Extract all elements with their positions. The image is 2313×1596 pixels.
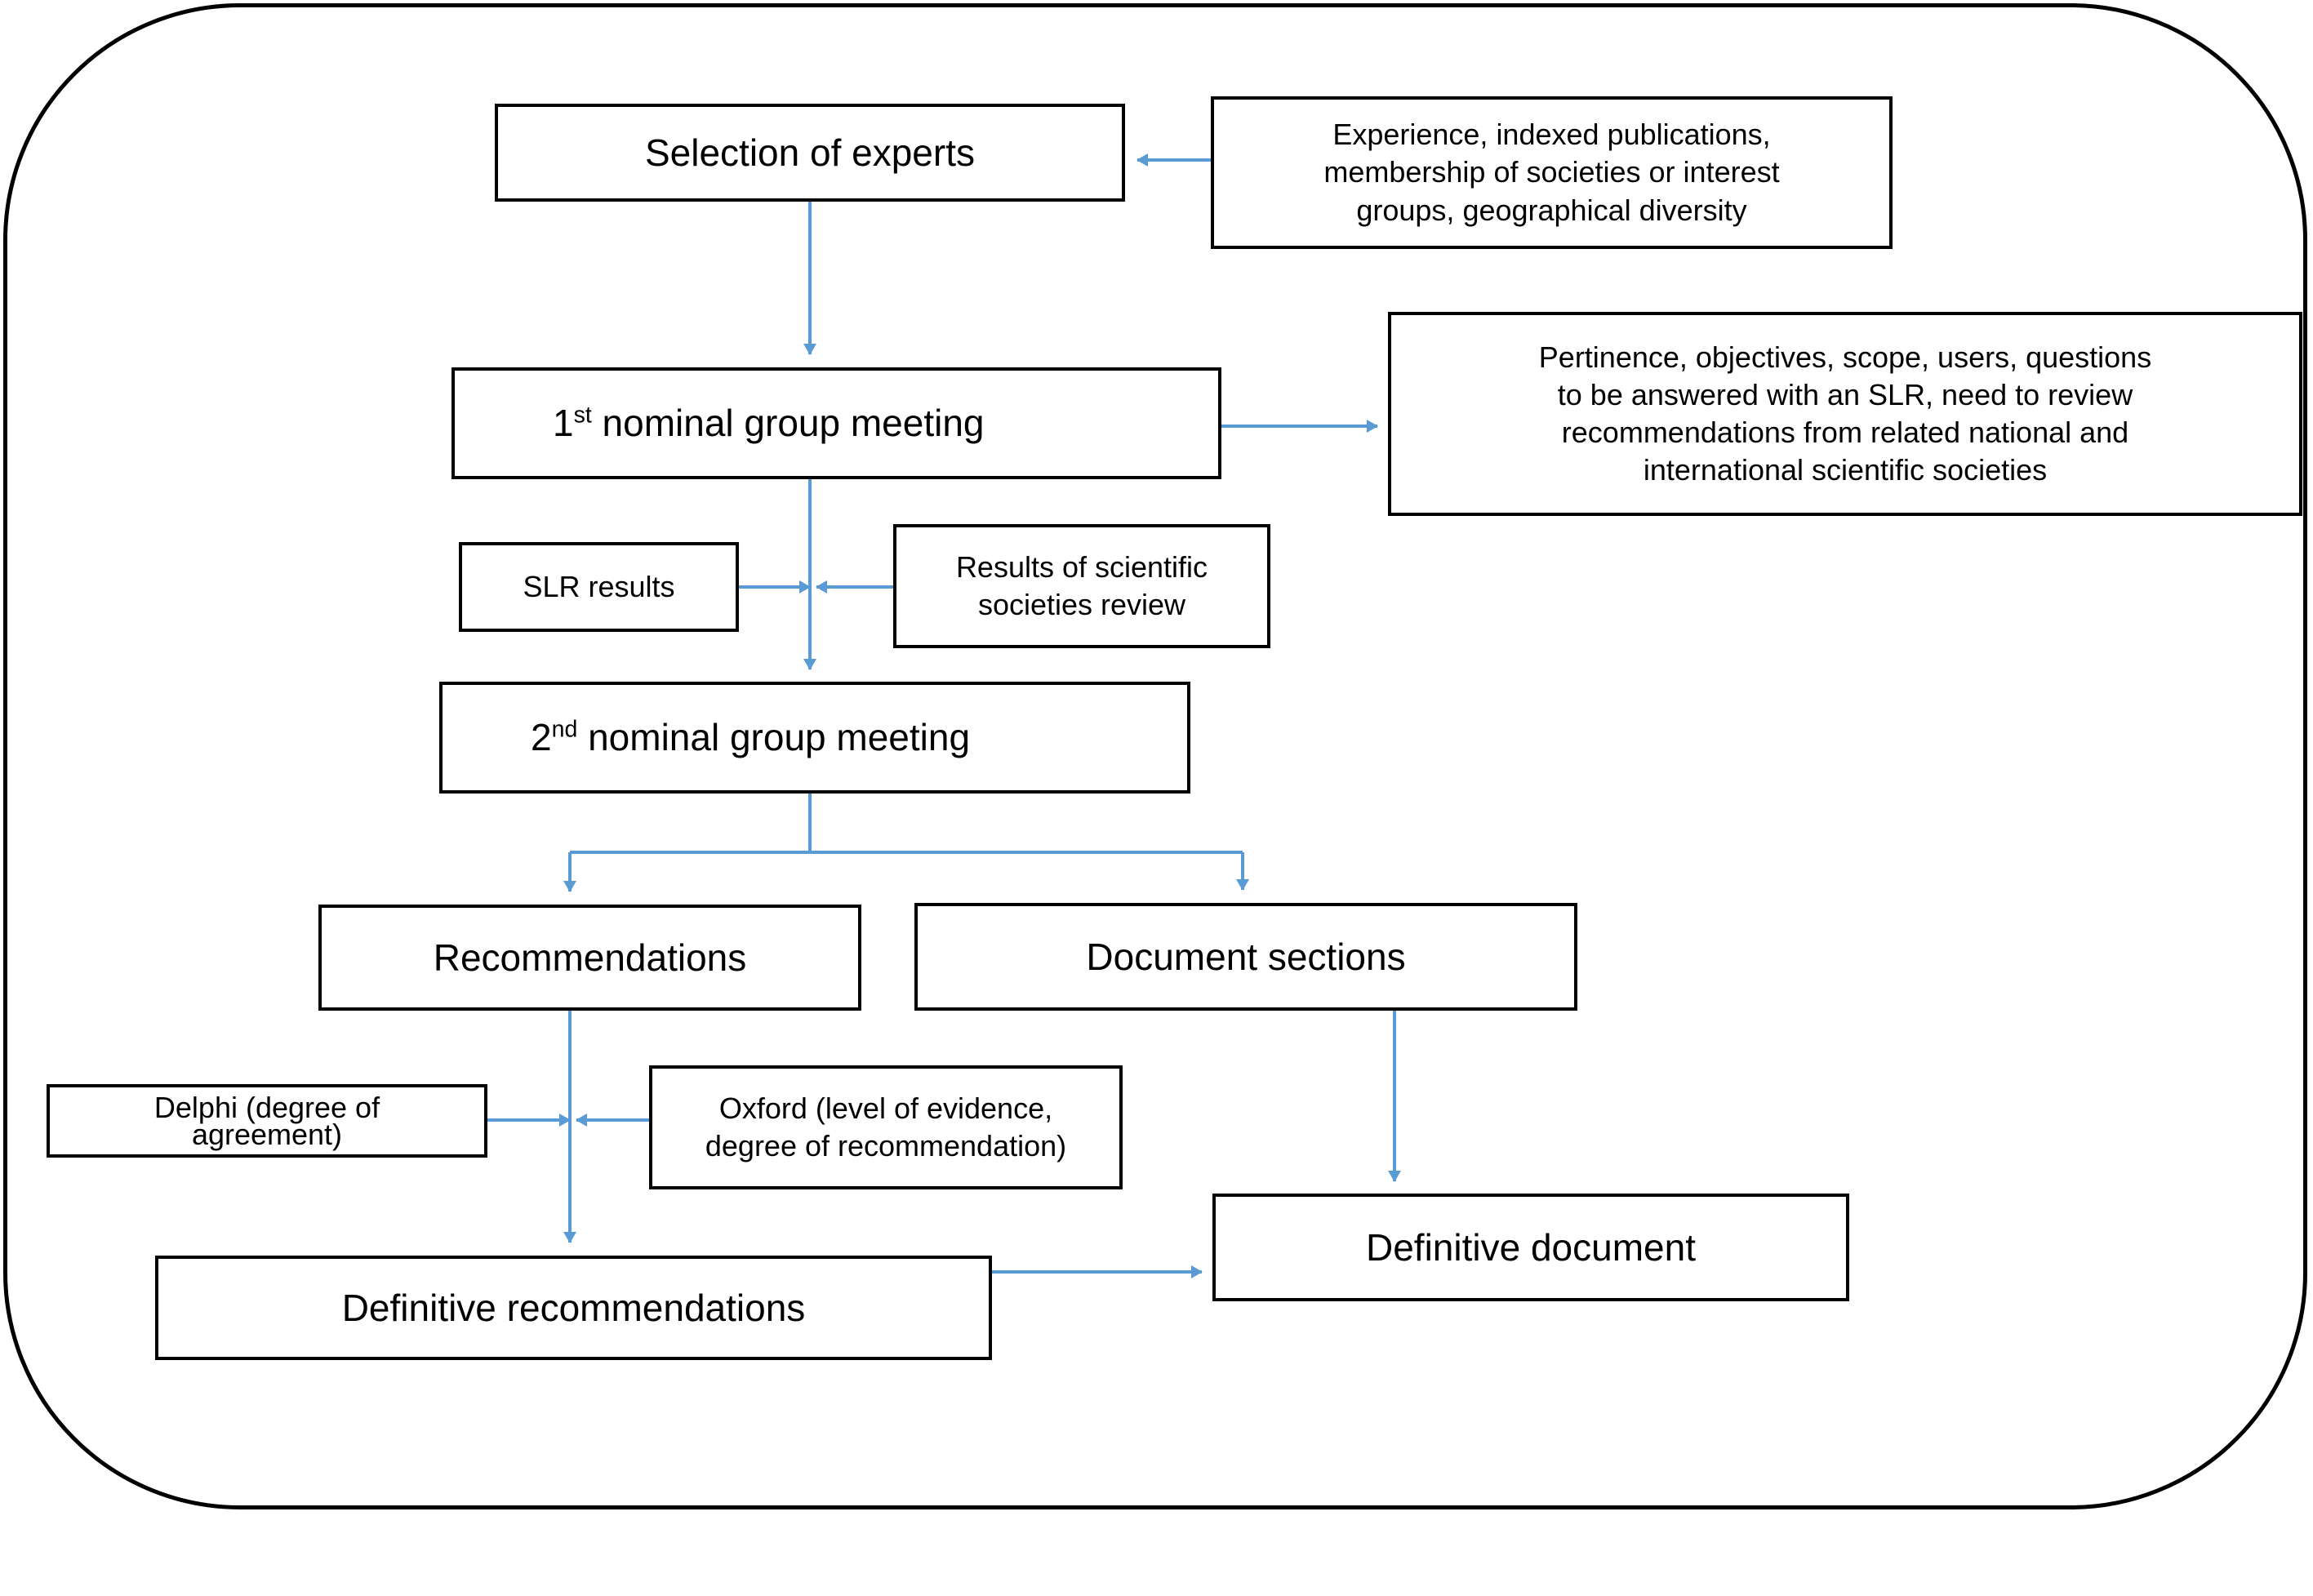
node-oxford-label: Oxford (level of evidence, degree of rec… — [661, 1090, 1111, 1165]
meeting1-ordinal-suffix: st — [573, 402, 592, 429]
node-recommendations-label: Recommendations — [433, 936, 747, 979]
node-pertinence-scope-annotation[interactable]: Pertinence, objectives, scope, users, qu… — [1388, 312, 2302, 516]
node-experience-criteria[interactable]: Experience, indexed publications, member… — [1211, 96, 1893, 249]
delphi-line-2: agreement) — [191, 1118, 343, 1151]
node-recommendations[interactable]: Recommendations — [318, 905, 861, 1011]
experience-line-2: membership of societies or interest — [1323, 155, 1780, 189]
node-slr-results[interactable]: SLR results — [459, 542, 739, 632]
meeting2-ordinal-suffix: nd — [551, 716, 578, 743]
meeting2-number: 2 — [531, 716, 552, 759]
oxford-line-2: degree of recommendation) — [705, 1129, 1067, 1163]
node-first-nominal-group-meeting[interactable]: 1st nominal group meeting — [451, 367, 1221, 479]
delphi-line-1: Delphi (degree of — [153, 1090, 380, 1124]
node-document-sections[interactable]: Document sections — [914, 903, 1577, 1011]
meeting1-number: 1 — [553, 402, 574, 445]
node-docsections-label: Document sections — [1086, 935, 1406, 978]
node-meeting1-label: 1st nominal group meeting — [553, 399, 1210, 447]
node-selection-of-experts[interactable]: Selection of experts — [495, 104, 1125, 202]
node-slr-label: SLR results — [523, 569, 675, 603]
node-scientific-societies-review-results[interactable]: Results of scientific societies review — [893, 524, 1270, 648]
node-oxford-level-of-evidence[interactable]: Oxford (level of evidence, degree of rec… — [649, 1065, 1123, 1189]
node-pertinence-label: Pertinence, objectives, scope, users, qu… — [1399, 339, 2291, 489]
pertinence-line-3: recommendations from related national an… — [1561, 416, 2129, 449]
node-societies-label: Results of scientific societies review — [905, 549, 1259, 624]
meeting2-rest: nominal group meeting — [577, 716, 971, 759]
node-experience-label: Experience, indexed publications, member… — [1222, 116, 1881, 229]
node-definitive-document[interactable]: Definitive document — [1212, 1194, 1849, 1301]
node-definitive-recommendations[interactable]: Definitive recommendations — [155, 1256, 992, 1360]
pertinence-line-2: to be answered with an SLR, need to revi… — [1557, 377, 2133, 411]
pertinence-line-4: international scientific societies — [1643, 453, 2048, 487]
pertinence-line-1: Pertinence, objectives, scope, users, qu… — [1538, 340, 2152, 374]
node-delphi-label: Delphi (degree of agreement) — [58, 1090, 476, 1151]
experience-line-3: groups, geographical diversity — [1356, 193, 1747, 227]
node-selection-label: Selection of experts — [644, 131, 975, 174]
societies-line-2: societies review — [977, 588, 1186, 621]
meeting1-rest: nominal group meeting — [591, 402, 985, 445]
node-defrecs-label: Definitive recommendations — [341, 1286, 806, 1329]
node-meeting2-label: 2nd nominal group meeting — [531, 714, 1179, 762]
node-defdoc-label: Definitive document — [1366, 1225, 1696, 1269]
node-delphi-degree-of-agreement[interactable]: Delphi (degree of agreement) — [47, 1084, 487, 1158]
societies-line-1: Results of scientific — [955, 549, 1208, 584]
experience-line-1: Experience, indexed publications, — [1332, 118, 1771, 152]
oxford-line-1: Oxford (level of evidence, — [718, 1091, 1053, 1125]
node-second-nominal-group-meeting[interactable]: 2nd nominal group meeting — [439, 682, 1190, 794]
